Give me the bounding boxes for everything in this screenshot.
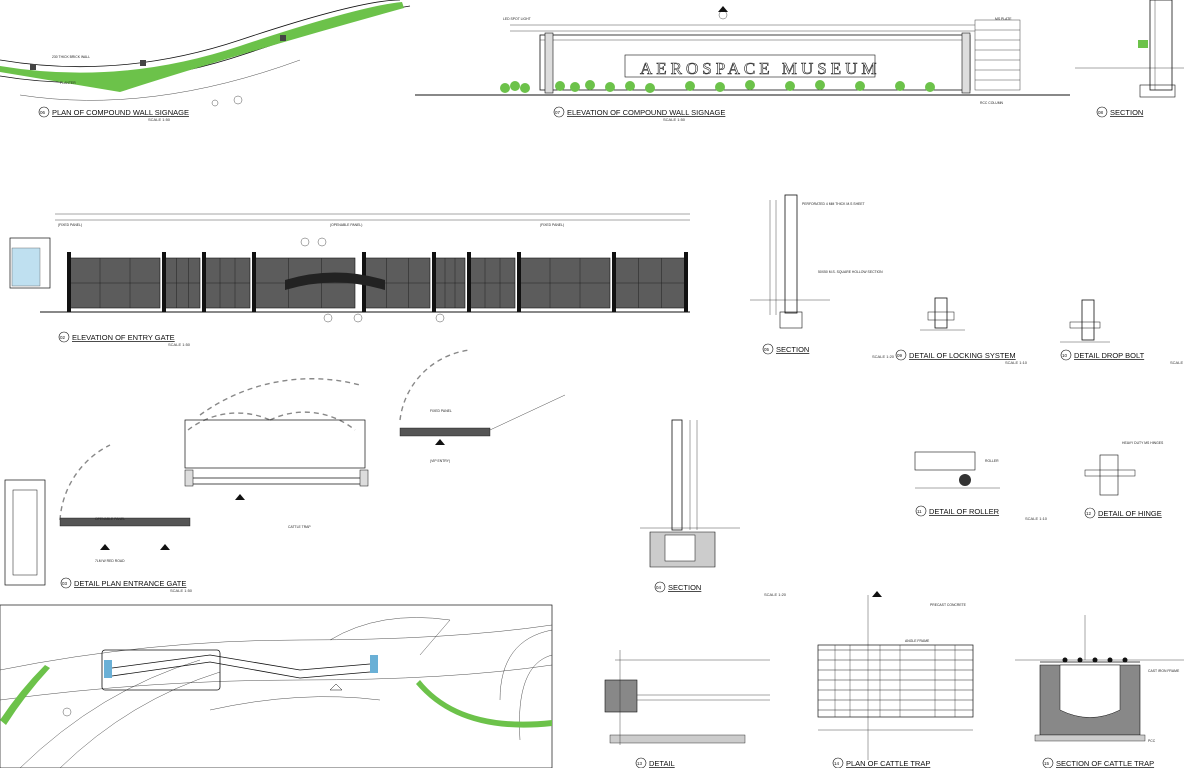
title-text: DETAIL OF LOCKING SYSTEM	[909, 351, 1016, 360]
title-block-04: 04 SECTION SCALE 1:20	[654, 581, 787, 597]
signage-lettering: AEROSPACE MUSEUM	[640, 59, 881, 78]
note-cast-iron-frame: CAST IRON FRAME	[1148, 669, 1180, 673]
title-text: PLAN OF CATTLE TRAP	[846, 759, 930, 768]
title-text: ELEVATION OF COMPOUND WALL SIGNAGE	[567, 108, 725, 117]
note-planter: PLANTER	[60, 81, 76, 85]
title-number: 06	[40, 110, 46, 115]
note-hinge: HEAVY DUTY MS HINGES	[1122, 441, 1164, 445]
note-rcc-column: RCC COLUMN	[980, 101, 1004, 105]
title-text: DETAIL OF ROLLER	[929, 507, 1000, 516]
title-block-13: 13 DETAIL	[635, 757, 675, 768]
label-fixed-panel-plan: FIXED PANEL	[430, 409, 452, 413]
gate-panels	[67, 252, 688, 312]
detail-07-elevation-compound-wall: AEROSPACE MUSEUM LED SPOT LIGHT MS PLATE…	[415, 6, 1070, 105]
title-number: 13	[637, 761, 643, 766]
detail-10-drop-bolt	[1060, 299, 1110, 343]
title-scale: SCALE 1:10	[1005, 360, 1028, 365]
title-number: 11	[917, 509, 922, 514]
note-ms-plate: MS PLATE	[995, 17, 1012, 21]
title-scale: SCALE 1:50	[663, 117, 686, 122]
title-number: 15	[1044, 761, 1050, 766]
detail-08-section	[1075, 0, 1184, 98]
note-perforated-sheet: PERFORATED 4 MM THICK M.S SHEET	[802, 202, 865, 206]
title-text: DETAIL OF HINGE	[1098, 509, 1162, 518]
title-text: SECTION	[668, 583, 701, 592]
cattle-trap-bars	[818, 645, 973, 717]
detail-14-plan-cattle-trap: PRECAST CONCRETE ANGLE FRAME	[817, 591, 974, 760]
note-brick-wall: 230 THICK BRICK WALL	[52, 55, 90, 59]
title-number: 04	[656, 585, 662, 590]
title-scale: SCALE 1:20	[764, 592, 787, 597]
title-text: DETAIL DROP BOLT	[1074, 351, 1145, 360]
detail-02-elevation-entry-gate: (FIXED PANEL) (OPENABLE PANEL) (FIXED PA…	[9, 213, 690, 323]
label-cattle-trap: CATTLE TRAP	[288, 525, 311, 529]
label-openable-panel: (OPENABLE PANEL)	[330, 223, 362, 227]
title-block-10: 10 DETAIL DROP BOLT SCALE 1:10	[1060, 349, 1184, 365]
title-number: 07	[555, 110, 561, 115]
title-number: 12	[1086, 511, 1092, 516]
detail-15-section-cattle-trap: CAST IRON FRAME PCC	[1015, 615, 1184, 743]
title-number: 09	[897, 353, 903, 358]
detail-03-plan-entrance-gate: OPENABLE PANEL FIXED PANEL 7LM W RED ROA…	[4, 349, 566, 586]
note-hollow-section: 50X50 M.S. SQUARE HOLLOW SECTION	[818, 270, 883, 274]
title-scale: SCALE 1:50	[148, 117, 171, 122]
note-roller: ROLLER	[985, 459, 999, 463]
title-scale: SCALE 1:10	[1025, 516, 1048, 521]
note-precast: PRECAST CONCRETE	[930, 603, 967, 607]
title-number: 02	[60, 335, 66, 340]
site-plan-entrance	[0, 604, 553, 768]
title-text: PLAN OF COMPOUND WALL SIGNAGE	[52, 108, 189, 117]
title-block-07: 07 ELEVATION OF COMPOUND WALL SIGNAGESCAL…	[553, 106, 725, 122]
title-scale: SCALE 1:50	[168, 342, 191, 347]
title-number: 03	[62, 581, 68, 586]
title-text: SECTION OF CATTLE TRAP	[1056, 759, 1154, 768]
title-block-08: 08 SECTION	[1096, 106, 1143, 118]
note-pcc: PCC	[1148, 739, 1156, 743]
detail-13	[604, 650, 770, 745]
title-number: 08	[1098, 110, 1104, 115]
detail-11-roller: ROLLER	[914, 451, 1000, 489]
label-openable-panel-plan: OPENABLE PANEL	[95, 517, 125, 521]
title-block-11: 11 DETAIL OF ROLLER SCALE 1:10	[915, 505, 1048, 521]
title-number: 05	[764, 347, 770, 352]
label-fixed-panel-a: (FIXED PANEL)	[58, 223, 82, 227]
title-text: SECTION	[776, 345, 809, 354]
title-scale: SCALE 1:50	[170, 588, 193, 593]
title-text: ELEVATION OF ENTRY GATE	[72, 333, 175, 342]
detail-05-section: PERFORATED 4 MM THICK M.S SHEET 50X50 M.…	[750, 194, 883, 329]
note-led-spot: LED SPOT LIGHT	[503, 17, 531, 21]
detail-09-locking-system	[920, 297, 965, 331]
detail-06-plan-compound-wall: 230 THICK BRICK WALL PLANTER	[0, 0, 411, 107]
detail-04-section	[640, 419, 740, 568]
title-number: 10	[1062, 353, 1068, 358]
detail-12-hinge: HEAVY DUTY MS HINGES	[1084, 441, 1164, 496]
title-text: DETAIL	[649, 759, 675, 768]
label-entry-road: 7LM W RED ROAD	[95, 559, 125, 563]
title-number: 14	[834, 761, 840, 766]
label-fixed-panel-b: (FIXED PANEL)	[540, 223, 564, 227]
title-block-14: 14 PLAN OF CATTLE TRAP	[832, 757, 930, 768]
title-scale: SCALE 1:20	[872, 354, 895, 359]
title-text: DETAIL PLAN ENTRANCE GATE	[74, 579, 186, 588]
note-angle-frame: ANGLE FRAME	[905, 639, 930, 643]
title-scale: SCALE 1:10	[1170, 360, 1184, 365]
title-block-15: 15 SECTION OF CATTLE TRAP	[1042, 757, 1154, 768]
label-vip-entry: (VIP ENTRY)	[430, 459, 450, 463]
title-block-05: 05 SECTION SCALE 1:20	[762, 343, 895, 359]
title-text: SECTION	[1110, 108, 1143, 117]
